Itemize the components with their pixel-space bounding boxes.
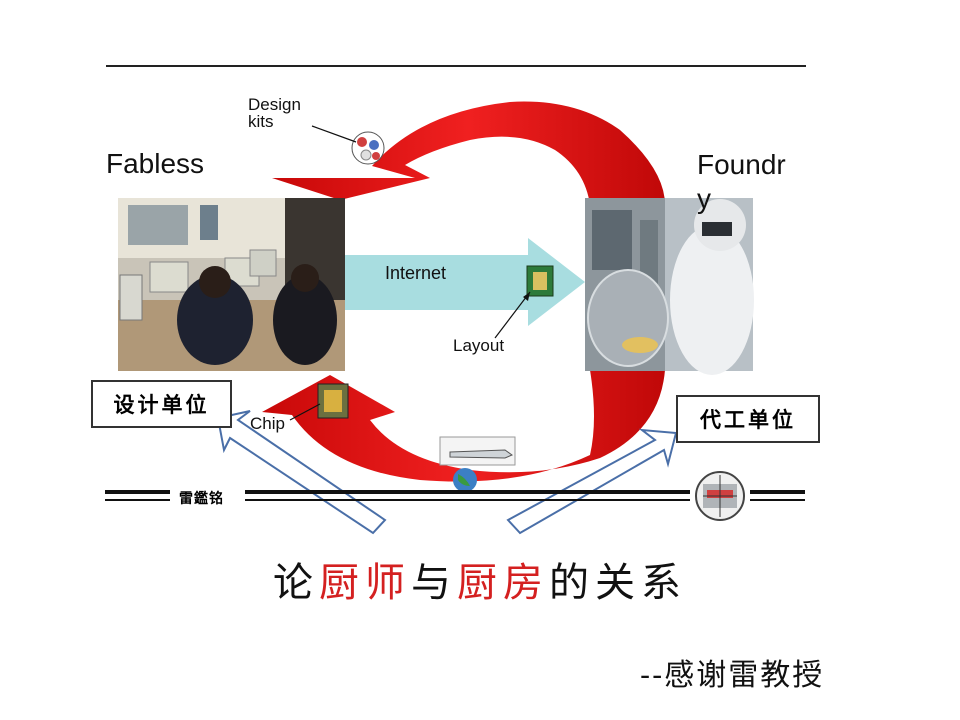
- foundry-unit-pointer-arrow: [506, 428, 678, 535]
- foundry-label: Foundry: [697, 149, 786, 214]
- foundry-unit-box: 代工单位: [676, 395, 820, 443]
- chip-label: Chip: [250, 414, 285, 433]
- title-part-3: 与: [411, 560, 457, 606]
- title-part-5: 的关系: [549, 560, 687, 606]
- author-name: 雷鑑铭: [175, 488, 228, 508]
- title-part-4: 厨房: [457, 560, 549, 606]
- layout-pointer: [494, 291, 531, 339]
- design-unit-label: 设计单位: [113, 393, 210, 417]
- design-kits-label: Design kits: [248, 95, 301, 131]
- title-part-1: 论: [273, 560, 319, 606]
- chip-arrow: [262, 370, 665, 482]
- layout-label: Layout: [453, 336, 505, 355]
- design-kits-arrow: [272, 101, 665, 205]
- thanks-line: --感谢雷教授: [640, 658, 825, 693]
- foundry-unit-label: 代工单位: [700, 408, 796, 432]
- page-title: 论厨师与厨房的关系: [0, 550, 960, 608]
- foundry-photo: [585, 198, 754, 375]
- chip-icon: [317, 383, 349, 419]
- design-unit-pointer-arrow: [216, 410, 387, 535]
- airplane-globe-icon: [439, 436, 516, 492]
- top-rule: [106, 65, 806, 67]
- design-kits-icon: [351, 131, 385, 165]
- fabless-label: Fabless: [106, 148, 205, 179]
- layout-chip-icon: [526, 265, 554, 297]
- internet-label: Internet: [385, 263, 447, 283]
- design-kits-pointer: [311, 125, 357, 143]
- title-part-2: 厨师: [319, 560, 411, 606]
- internet-arrow: [345, 238, 585, 326]
- wafer-logo-icon: [695, 471, 745, 521]
- fabless-photo: [118, 198, 345, 371]
- chip-pointer: [289, 403, 321, 421]
- design-unit-box: 设计单位: [91, 380, 232, 428]
